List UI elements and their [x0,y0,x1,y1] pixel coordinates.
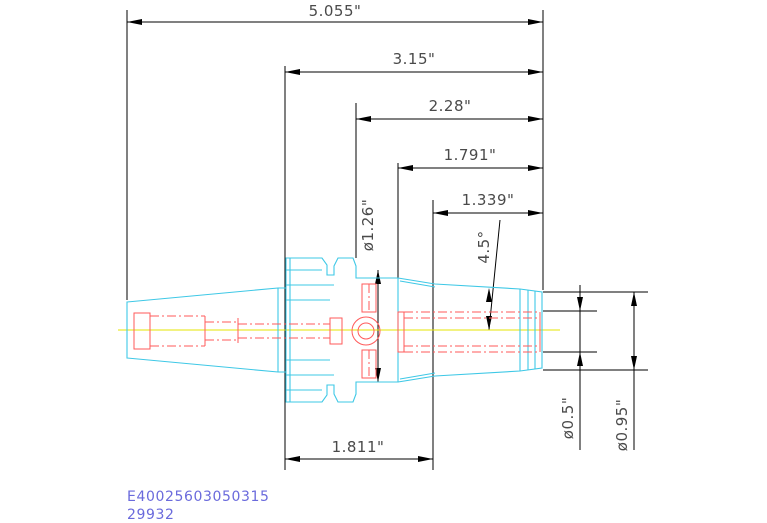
nose-taper [397,277,543,383]
nose-inner-line-top [399,280,436,288]
arrow-0-5-bottom [577,352,583,366]
arrow-1-811-left [285,456,300,462]
taper-shank [126,287,286,373]
arrow-1-26-top [375,270,381,284]
cross-hole-circle-outer [351,316,381,346]
label-taper-angle: 4.5° [475,230,493,263]
arrow-0-5-top [577,297,583,311]
holder-outline [126,257,543,403]
label-2-28: 2.28" [429,97,472,115]
label-nose-dia: ø0.95" [613,399,631,451]
arrow-overall-left [127,19,142,25]
arrow-1-339-left [433,210,448,216]
label-flange-dia: ø1.26" [359,199,377,251]
label-3-15: 3.15" [393,50,436,68]
part-number: E40025603050315 [127,489,270,505]
arrow-0-95-bottom [631,356,637,370]
arrow-3-15-left [285,69,300,75]
label-1-811: 1.811" [332,438,385,456]
nose-bore-entry [397,311,405,353]
arrow-2-28-left [356,116,371,122]
arrow-1-791-right [528,165,543,171]
nose-inner-line-bottom [399,372,436,380]
arrow-0-95-top [631,292,637,306]
hidden-features [133,283,541,379]
arrow-1-791-left [398,165,413,171]
arrow-angle-bottom [486,316,492,330]
part-id: 29932 [127,507,175,523]
arrow-1-811-right [418,456,433,462]
pull-stud-bore [133,312,151,350]
dimension-lines [126,10,648,470]
label-1-791: 1.791" [444,146,497,164]
arrow-3-15-right [528,69,543,75]
label-1-339: 1.339" [462,191,515,209]
arrow-angle-top [486,288,492,302]
arrow-overall-right [528,19,543,25]
cross-hole-left [329,317,343,345]
arrow-2-28-right [528,116,543,122]
arrow-1-339-right [528,210,543,216]
dimension-labels: 5.055" 3.15" 2.28" 1.791" 1.339" 1.811" … [309,2,631,456]
label-overall-length: 5.055" [309,2,362,20]
cross-hole-circle-inner [357,322,375,340]
label-bore-dia: ø0.5" [559,397,577,439]
